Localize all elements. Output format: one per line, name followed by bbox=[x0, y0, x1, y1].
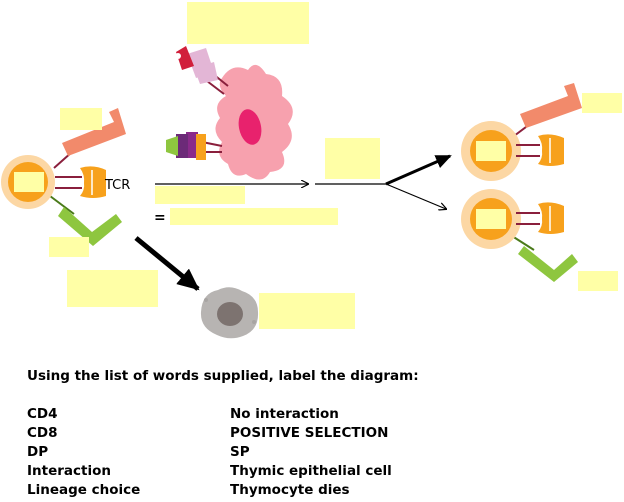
tcr-receptor bbox=[55, 166, 106, 198]
thymic-epithelial-cell bbox=[166, 46, 293, 180]
word-item: No interaction bbox=[230, 406, 339, 422]
mhc-class-2 bbox=[166, 132, 223, 160]
cd8-coreceptor bbox=[511, 235, 578, 282]
label-box-equals-definition[interactable] bbox=[170, 208, 338, 225]
cd4-coreceptor bbox=[513, 83, 582, 137]
label-box-sp-cd8[interactable] bbox=[578, 271, 618, 291]
label-box-thymocyte-dies[interactable] bbox=[259, 293, 355, 329]
equals-sign: = bbox=[154, 210, 166, 226]
dp-thymocyte bbox=[1, 108, 126, 246]
word-item: Interaction bbox=[27, 463, 111, 479]
label-box-no-interaction[interactable] bbox=[67, 270, 158, 307]
label-box-positive-selection[interactable] bbox=[155, 186, 245, 204]
thymocyte-selection-diagram: TCR = bbox=[1, 46, 582, 339]
word-item: CD4 bbox=[27, 406, 58, 422]
dying-thymocyte bbox=[200, 287, 259, 339]
word-item: CD8 bbox=[27, 425, 58, 441]
word-item: DP bbox=[27, 444, 49, 460]
label-box-interaction[interactable] bbox=[325, 138, 380, 179]
word-item: POSITIVE SELECTION bbox=[230, 425, 389, 441]
tcr-receptor bbox=[516, 134, 564, 166]
word-item: SP bbox=[230, 444, 250, 460]
label-box-cd4[interactable] bbox=[60, 108, 102, 130]
word-list-column-1: CD4 CD8 DP Interaction Lineage choice bbox=[27, 405, 140, 500]
word-item: Lineage choice bbox=[27, 482, 141, 498]
word-list-column-2: No interaction POSITIVE SELECTION SP Thy… bbox=[230, 405, 392, 500]
instruction-text: Using the list of words supplied, label … bbox=[27, 368, 419, 384]
cd8-coreceptor bbox=[49, 195, 122, 246]
cd8-sp-thymocyte bbox=[461, 189, 578, 282]
mhc-class-1 bbox=[175, 46, 229, 95]
cell-death-arrow bbox=[134, 236, 200, 291]
cd4-lineage-arrow bbox=[385, 154, 452, 186]
tcr-receptor bbox=[516, 202, 564, 234]
cd8-lineage-arrow bbox=[385, 183, 446, 209]
label-box-cd8[interactable] bbox=[49, 237, 89, 257]
label-box-thymic-epithelial-cell[interactable] bbox=[187, 2, 309, 44]
word-item: Thymocyte dies bbox=[230, 482, 350, 498]
cd4-coreceptor bbox=[53, 108, 126, 169]
tcr-label: TCR bbox=[104, 178, 130, 193]
cd4-sp-thymocyte bbox=[461, 83, 582, 181]
label-box-sp-cd4[interactable] bbox=[582, 93, 622, 113]
word-item: Thymic epithelial cell bbox=[230, 463, 392, 479]
